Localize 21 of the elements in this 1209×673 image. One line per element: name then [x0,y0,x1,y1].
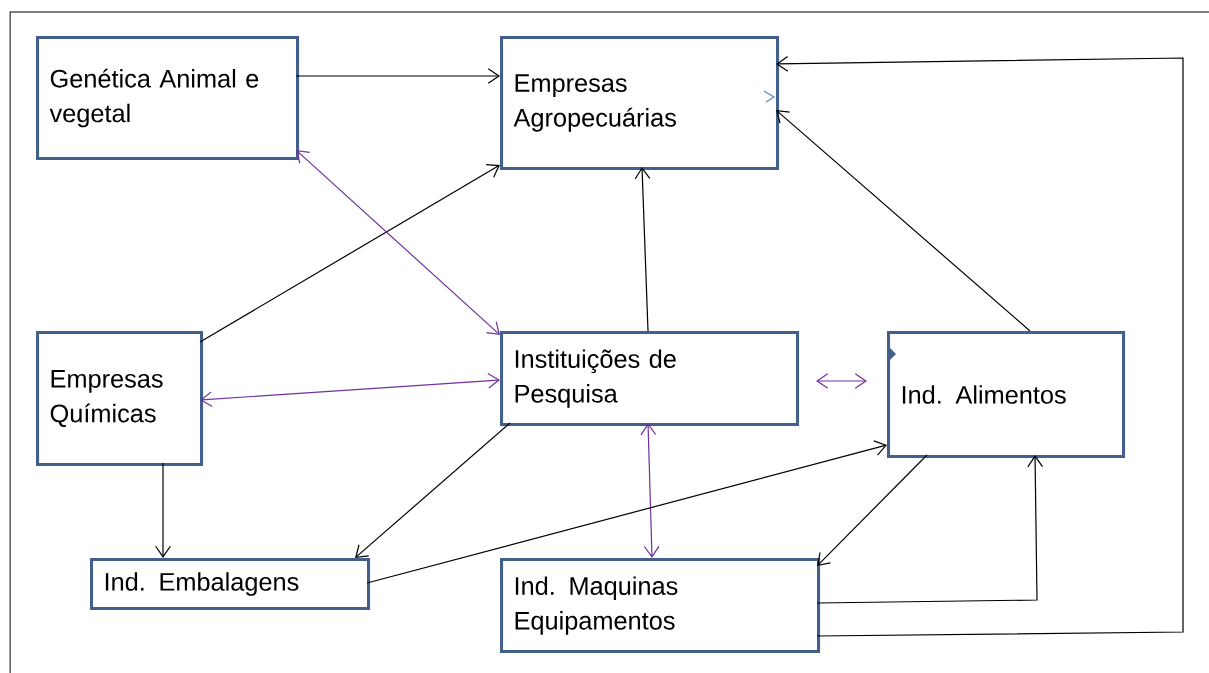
arrow [200,372,500,408]
arrow [776,110,1031,332]
arrow [295,68,500,84]
process-box: Ind. Embalagens [90,558,371,611]
arrow [634,167,651,332]
arrow [355,422,511,558]
arrow [296,150,500,335]
process-box: Ind. Alimentos [887,331,1126,459]
process-box: Empresas Químicas [36,331,204,467]
arrow [816,455,1044,604]
arrow [199,164,500,343]
arrow [155,462,171,558]
process-box: Genética Animal e vegetal [36,36,300,161]
arrow [366,440,887,584]
arrow [817,454,928,566]
arrow [816,373,867,389]
arrow [776,55,1184,637]
process-box: Instituições de Pesquisa [500,331,800,427]
process-box: Ind. Maquinas Equipamentos [500,558,821,654]
process-box: Empresas Agropecuárias [500,36,780,171]
arrow [640,423,660,558]
